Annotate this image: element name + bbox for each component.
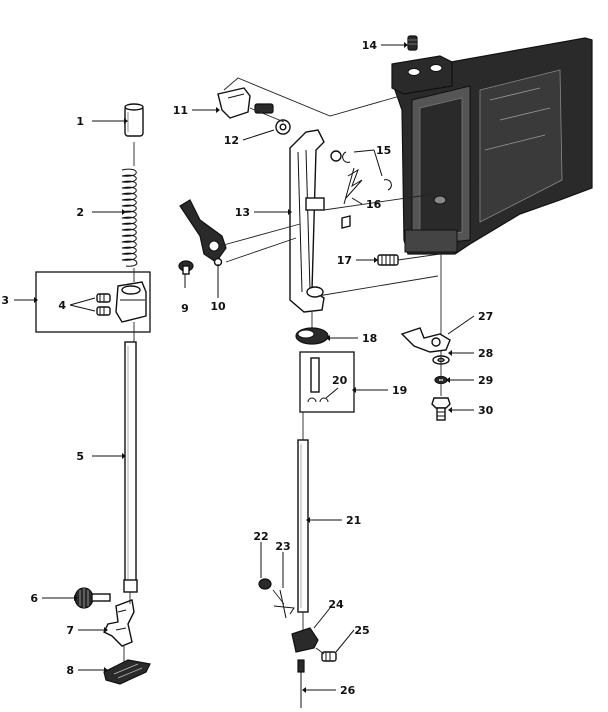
needle-bar-upper-bushing — [391, 55, 453, 95]
part-4-screws — [96, 293, 111, 316]
callout-9: 9 — [181, 302, 189, 315]
part-21-needle-bar — [297, 439, 309, 613]
part-30-bolt — [431, 397, 451, 421]
callout-10: 10 — [210, 300, 226, 313]
part-3-presser-bar-guide-bracket — [35, 271, 151, 333]
part-19-group-frame — [299, 351, 355, 413]
part-19-20-needle-bar-bushing — [299, 351, 355, 413]
part-16-thread-guide-spring — [341, 167, 363, 229]
part-23-thread-guide — [273, 589, 295, 619]
callout-22: 22 — [253, 530, 268, 543]
callout-21: 21 — [346, 514, 361, 527]
machine-head-casting — [394, 37, 593, 255]
part-7-presser-foot-shank — [103, 599, 135, 647]
callout-8: 8 — [66, 664, 74, 677]
callout-12: 12 — [224, 134, 239, 147]
callout-14: 14 — [362, 39, 378, 52]
part-14-set-screw — [407, 35, 418, 51]
callout-30: 30 — [478, 404, 494, 417]
part-17-screw — [377, 254, 399, 266]
part-8-presser-foot — [103, 659, 151, 685]
callout-16: 16 — [366, 198, 382, 211]
part-26-needle — [297, 659, 305, 708]
callout-28: 28 — [478, 347, 493, 360]
callout-27: 27 — [478, 310, 493, 323]
part-5-presser-bar — [123, 341, 138, 593]
callout-5: 5 — [76, 450, 84, 463]
callout-3: 3 — [1, 294, 9, 307]
callout-19: 19 — [392, 384, 407, 397]
part-10-presser-lifter — [179, 199, 227, 267]
part-13-needle-bar-frame — [289, 129, 325, 313]
callout-26: 26 — [340, 684, 356, 697]
part-22-screw — [258, 578, 272, 590]
callout-13: 13 — [235, 206, 250, 219]
part-25-clamp-screw — [321, 651, 337, 662]
callout-25: 25 — [354, 624, 369, 637]
callout-15: 15 — [376, 144, 391, 157]
exploded-view-lines — [123, 77, 442, 662]
callout-labels: 1 2 3 4 5 6 7 8 9 10 11 12 13 14 15 16 1… — [1, 39, 493, 697]
part-9-screw — [178, 260, 194, 275]
callout-17: 17 — [337, 254, 352, 267]
part-15-clips — [330, 150, 392, 191]
callout-6: 6 — [30, 592, 38, 605]
part-2-spring — [121, 168, 138, 267]
callout-11: 11 — [173, 104, 188, 117]
part-3-group-frame — [35, 271, 151, 333]
callout-24: 24 — [328, 598, 344, 611]
callout-4: 4 — [58, 299, 66, 312]
part-11-bracket — [217, 87, 251, 119]
part-27-bracket — [400, 327, 451, 353]
part-1-cap — [124, 103, 144, 137]
callout-7: 7 — [66, 624, 74, 637]
part-24-needle-clamp — [291, 627, 319, 653]
callout-23: 23 — [275, 540, 290, 553]
callout-leaders — [14, 42, 475, 693]
callout-18: 18 — [362, 332, 377, 345]
part-12-washer-screw — [254, 103, 291, 135]
callout-29: 29 — [478, 374, 493, 387]
part-6-thumb-screw — [74, 587, 111, 609]
callout-1: 1 — [76, 115, 84, 128]
part-18-needle-bar-link — [295, 327, 329, 345]
callout-20: 20 — [332, 374, 348, 387]
callout-2: 2 — [76, 206, 84, 219]
